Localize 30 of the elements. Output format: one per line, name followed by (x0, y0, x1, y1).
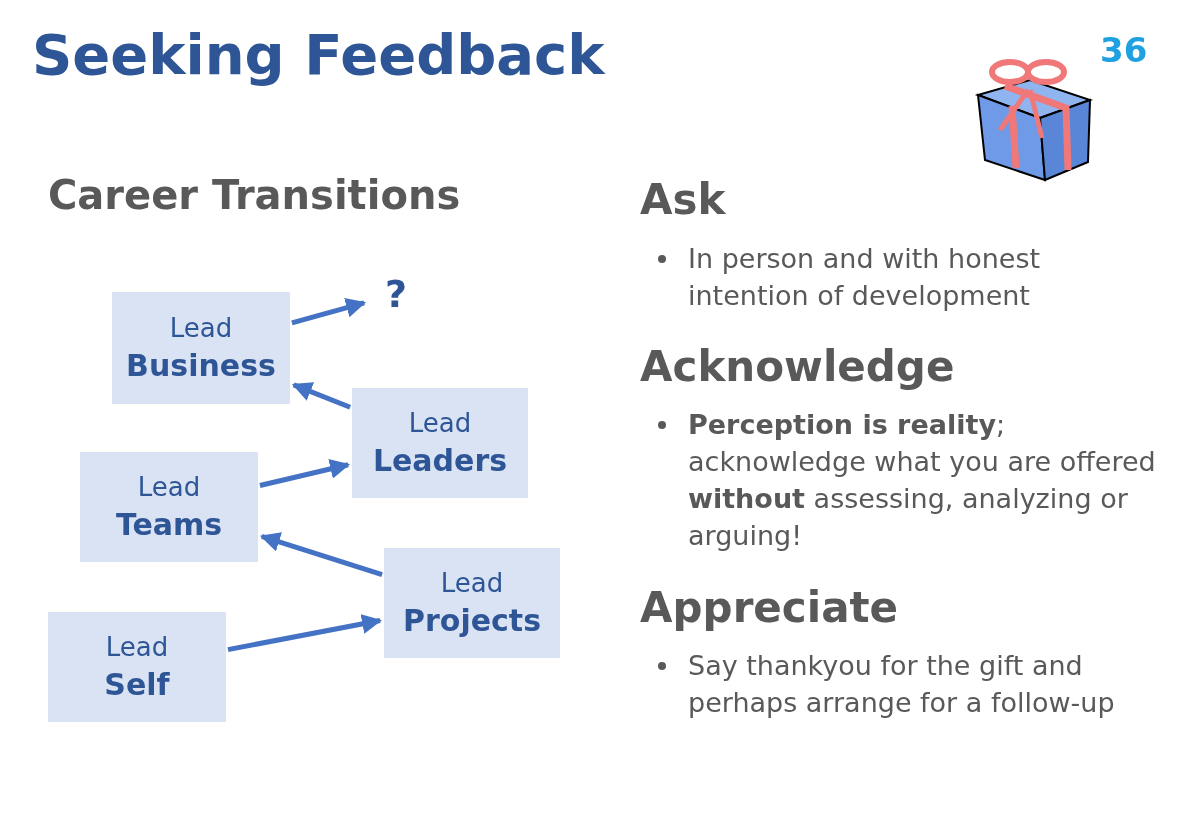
node-box (112, 292, 290, 404)
node-label: Lead (169, 312, 233, 345)
arrow (227, 614, 383, 653)
node-box (48, 612, 226, 722)
bullet-text: Perception is reality; acknowledge what you are offered without assessing, analyzing or arguing! (688, 408, 1157, 553)
slide-title: Seeking Feedback (32, 22, 605, 87)
node-label: Lead (105, 631, 169, 664)
bullet-text: Say thankyou for the gift and perhaps arrange for a follow-up (688, 649, 1116, 720)
node-title: Business (126, 347, 276, 385)
arrow (291, 382, 352, 410)
node-title: Projects (403, 602, 541, 640)
node-label: Lead (440, 567, 504, 600)
node-label: Lead (137, 471, 201, 504)
node-title: Leaders (372, 442, 508, 480)
section-heading: Ask (640, 175, 726, 224)
page-number: 36 (1100, 30, 1148, 70)
section-heading: Appreciate (640, 583, 899, 632)
arrow (259, 532, 383, 577)
bullet-text: In person and with honest intention of development (688, 242, 1042, 313)
arrow (259, 459, 351, 488)
node-title: Self (104, 666, 170, 704)
question-mark: ? (384, 272, 407, 316)
arrow (291, 298, 367, 326)
section-heading: Career Transitions (48, 172, 461, 218)
node-title: Teams (115, 506, 223, 544)
node-label: Lead (408, 407, 472, 440)
node-box (80, 452, 258, 562)
section-heading: Acknowledge (640, 342, 955, 391)
node-box (384, 548, 560, 658)
node-box (352, 388, 528, 498)
